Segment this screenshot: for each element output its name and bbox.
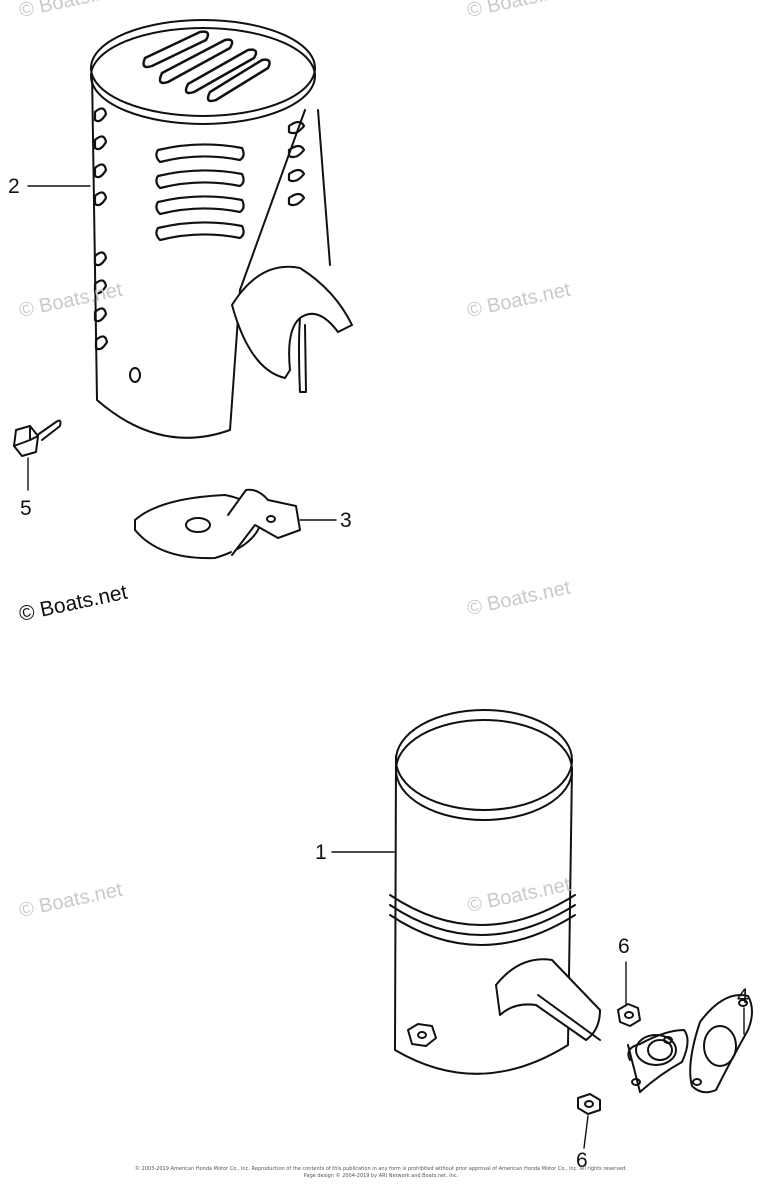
callout-part-1: 1 — [315, 841, 327, 864]
exhaust-gasket-part — [689, 994, 753, 1094]
leader-lines — [27, 185, 745, 1149]
footer-line-2: Page design © 2004-2019 by ARI Network a… — [303, 1173, 459, 1179]
callout-part-6-upper: 6 — [618, 935, 630, 958]
muffler-assembly-part — [389, 709, 689, 1093]
callout-part-6-lower: 6 — [576, 1149, 588, 1172]
callout-part-3: 3 — [340, 509, 352, 532]
flange-bolt-part — [13, 419, 62, 457]
lower-nut-part — [577, 1093, 601, 1115]
callout-part-4: 4 — [737, 985, 749, 1008]
callout-part-5: 5 — [20, 497, 32, 520]
leader-line-part-6-lower — [583, 1115, 589, 1149]
muffler-protector-part — [90, 19, 353, 439]
footer-copyright: © 2003-2019 American Honda Motor Co., In… — [0, 1166, 762, 1180]
callout-part-2: 2 — [8, 175, 20, 198]
footer-line-1: © 2003-2019 American Honda Motor Co., In… — [135, 1166, 627, 1172]
protector-stay-part — [134, 488, 301, 560]
upper-nut-part — [617, 1003, 641, 1027]
